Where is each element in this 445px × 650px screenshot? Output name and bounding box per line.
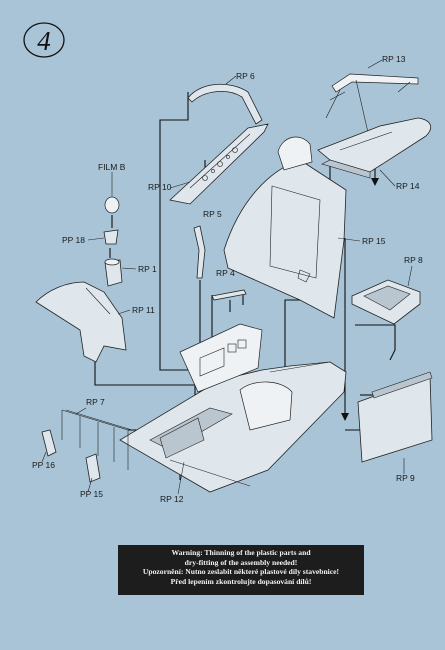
part-rp13 xyxy=(325,73,419,151)
warning-line-2: dry-fitting of the assembly needed! xyxy=(184,557,298,567)
warning-box: Warning: Thinning of the plastic parts a… xyxy=(118,545,364,595)
label-rp5: RP 5 xyxy=(203,209,222,219)
warning-line-4: Před lepením zkontrolujte dopasování díl… xyxy=(170,576,312,586)
part-cockpit-tub xyxy=(119,323,347,493)
warning-line-1: Warning: Thinning of the plastic parts a… xyxy=(171,548,311,557)
label-pp16: PP 16 xyxy=(32,460,55,470)
label-rp7: RP 7 xyxy=(86,397,105,407)
label-film-b: FILM B xyxy=(98,162,126,172)
label-rp10: RP 10 xyxy=(148,182,172,192)
label-rp15: RP 15 xyxy=(362,236,386,246)
part-film-b xyxy=(104,196,120,214)
part-rp14 xyxy=(317,117,432,179)
label-rp13: RP 13 xyxy=(382,54,406,64)
label-rp6: RP 6 xyxy=(236,71,255,81)
part-rp11 xyxy=(35,281,127,363)
label-rp12: RP 12 xyxy=(160,494,184,504)
part-rp5 xyxy=(193,225,206,279)
part-rp1 xyxy=(104,258,123,287)
leader-lines xyxy=(41,59,413,495)
label-rp9: RP 9 xyxy=(396,473,415,483)
part-rp15 xyxy=(223,136,347,319)
label-pp15: PP 15 xyxy=(80,489,103,499)
part-rp6 xyxy=(187,83,263,125)
label-rp11: RP 11 xyxy=(132,305,155,315)
part-rp10 xyxy=(169,123,269,205)
part-rp4 xyxy=(211,289,247,301)
label-rp4: RP 4 xyxy=(216,268,235,278)
step-number: 4 xyxy=(37,26,51,56)
part-rp9 xyxy=(357,371,433,463)
warning-line-3: Upozornění: Nutno zeslabit některé plast… xyxy=(142,567,340,577)
label-pp18: PP 18 xyxy=(62,235,85,245)
part-pp16 xyxy=(41,429,57,457)
part-pp15 xyxy=(85,453,101,483)
label-rp8: RP 8 xyxy=(404,255,423,265)
part-pp18 xyxy=(103,229,119,245)
part-labels: RP 6 RP 13 RP 14 FILM B RP 10 RP 5 RP 15… xyxy=(32,54,423,504)
label-rp14: RP 14 xyxy=(396,181,420,191)
part-rp8 xyxy=(351,279,421,325)
label-rp1: RP 1 xyxy=(138,264,157,274)
step-badge: 4 xyxy=(23,22,65,58)
